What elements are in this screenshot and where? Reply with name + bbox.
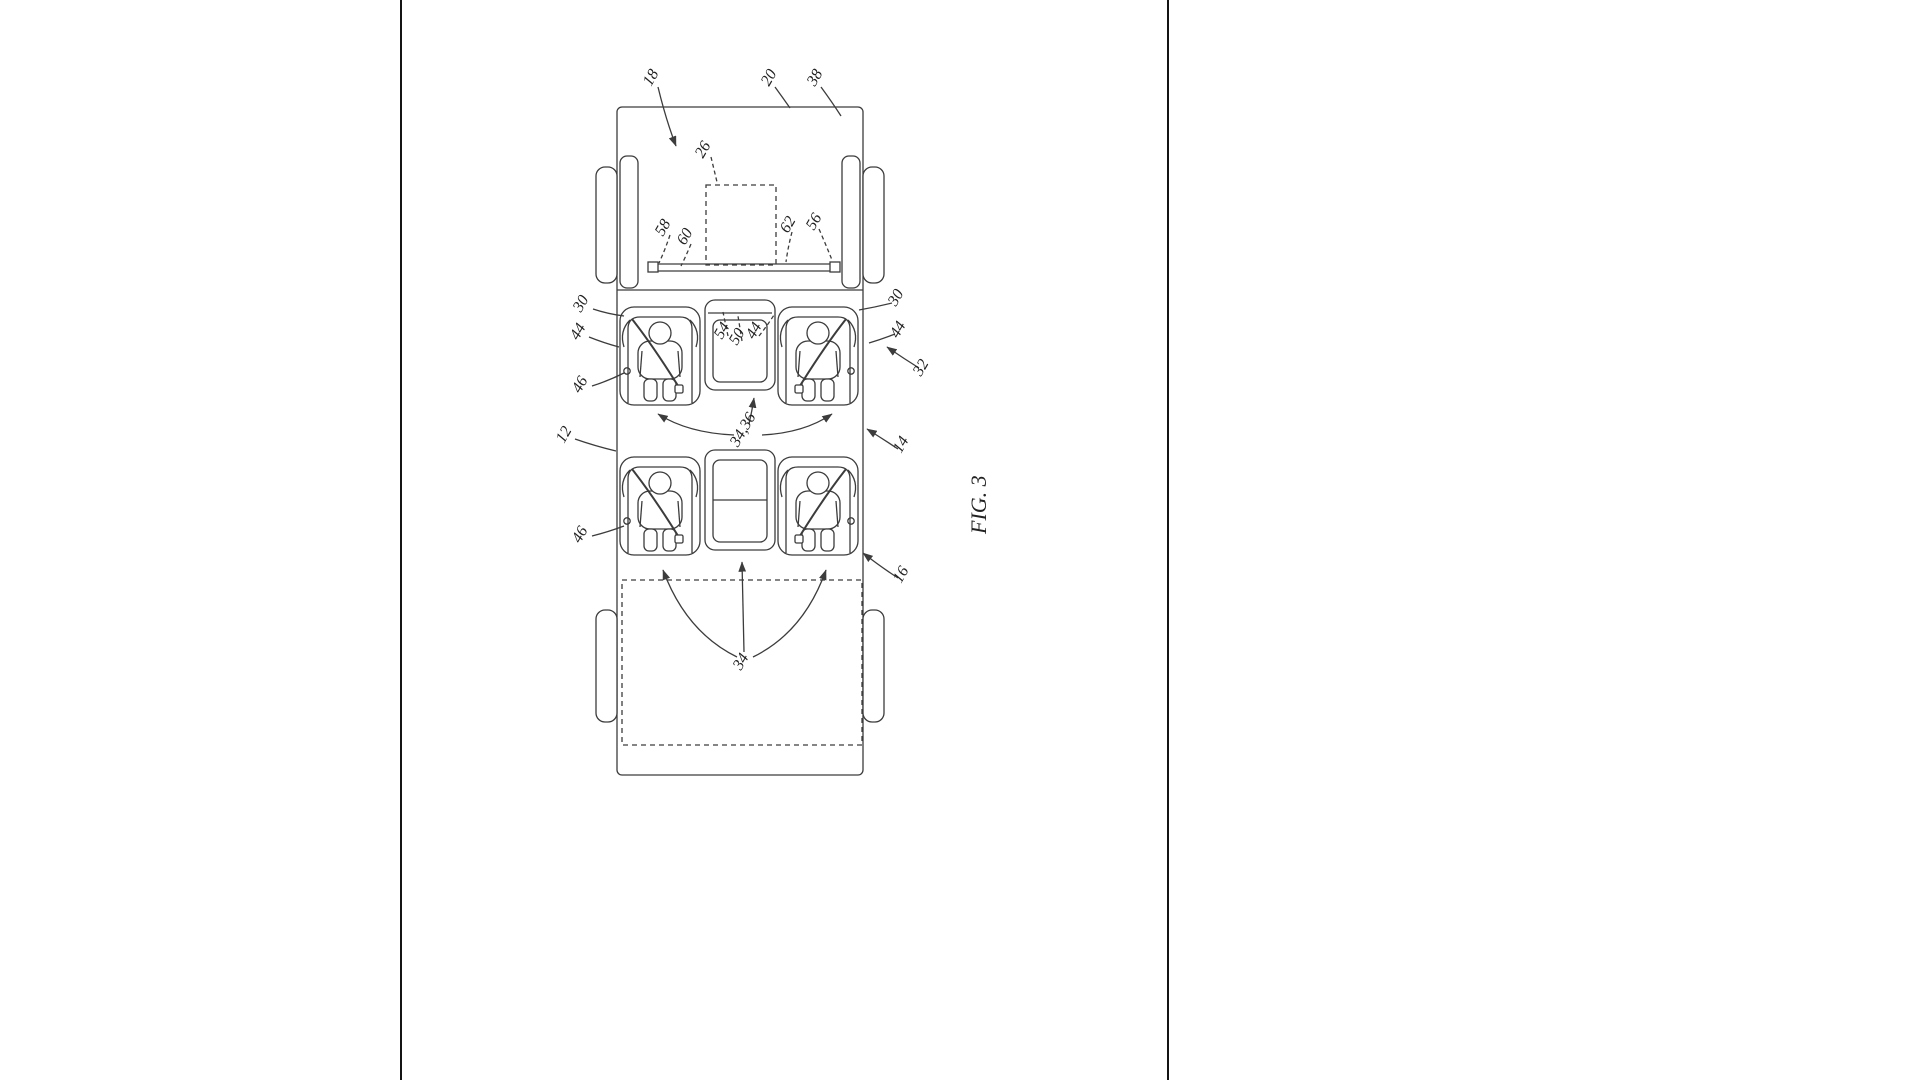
ref-label-32: 32 (909, 357, 932, 380)
leader-34-36-right (762, 414, 832, 435)
seat-row1-right (778, 307, 858, 405)
leader-34-right (753, 570, 826, 657)
ref-label-62: 62 (777, 214, 800, 236)
ref-label-44-center: 44 (743, 320, 766, 342)
panel-end-left (648, 262, 658, 272)
ref-label-16: 16 (890, 564, 913, 586)
ref-label-34-36: 34,36 (726, 410, 759, 451)
ref-label-38: 38 (803, 67, 826, 90)
seat-row1-left (620, 307, 700, 405)
rear-right-wheel (863, 610, 884, 722)
ref-label-60: 60 (674, 226, 697, 248)
leader-30-right (859, 303, 892, 310)
ref-label-46-row2: 46 (569, 524, 592, 546)
ref-label-14: 14 (890, 434, 913, 456)
seat-row2-right (778, 457, 858, 555)
rear-left-wheel (596, 610, 617, 722)
seat-row2-left (620, 457, 700, 555)
leader-44-left (589, 337, 619, 347)
ref-label-58: 58 (652, 217, 675, 239)
ref-label-30-right: 30 (884, 287, 907, 310)
ref-label-44-left: 44 (567, 321, 590, 343)
ref-label-56: 56 (803, 211, 826, 233)
leader-34-center (742, 562, 744, 652)
leader-58 (659, 235, 670, 263)
front-left-wheel (596, 167, 617, 283)
ref-label-44-right: 44 (887, 319, 910, 341)
front-right-pillar (842, 156, 860, 288)
ref-label-20: 20 (758, 67, 781, 89)
leader-26 (711, 157, 717, 182)
seat-row2-center (705, 450, 775, 550)
leader-46-row2 (592, 526, 624, 536)
patent-figure-canvas: 18 20 38 26 58 60 62 56 30 44 46 54 50 4… (540, 40, 1020, 830)
leader-56 (819, 229, 832, 260)
console-dashed-box (706, 185, 776, 265)
page-border-left (400, 0, 402, 1080)
leader-34-36-left (658, 414, 734, 435)
leader-46-row1 (592, 373, 624, 386)
ref-label-46-row1: 46 (569, 374, 592, 396)
leader-20 (775, 87, 790, 108)
ref-label-12: 12 (553, 424, 576, 446)
leader-18 (658, 87, 676, 146)
leader-12 (575, 439, 616, 451)
front-right-wheel (863, 167, 884, 283)
front-left-pillar (620, 156, 638, 288)
ref-label-18: 18 (640, 67, 663, 89)
ref-label-30-left: 30 (569, 293, 592, 316)
ref-label-34: 34 (729, 651, 752, 674)
leader-30-left (593, 309, 624, 316)
figure-caption: FIG. 3 (966, 475, 991, 535)
leader-34-left (663, 570, 737, 657)
panel-end-right (830, 262, 840, 272)
leader-38 (821, 87, 841, 116)
page-border-right (1167, 0, 1169, 1080)
